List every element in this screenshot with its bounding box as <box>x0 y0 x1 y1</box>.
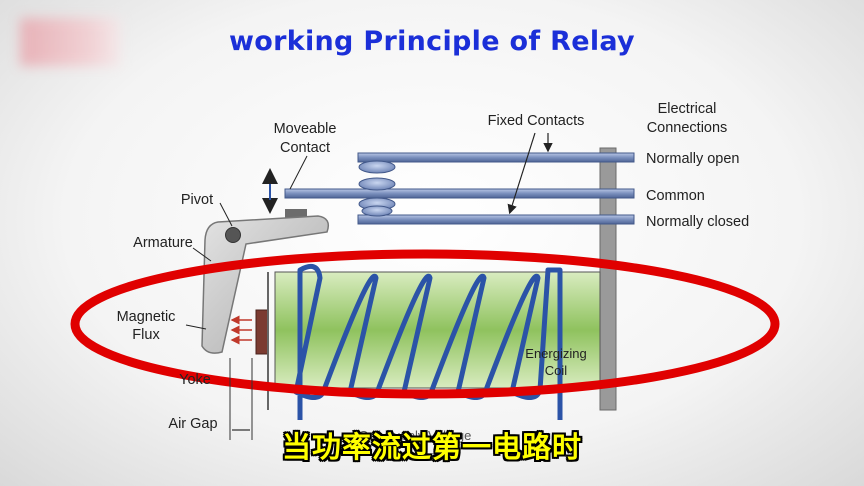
highlight-ring <box>70 249 780 399</box>
label-coil-supply-voltage: Coil Supply Voltage <box>359 428 472 443</box>
label-normally-closed: Normally closed <box>646 214 749 230</box>
label-normally-open: Normally open <box>646 151 740 167</box>
label-armature: Armature <box>133 235 193 251</box>
label-common: Common <box>646 188 705 204</box>
label-connections: Connections <box>647 120 728 136</box>
label-moveable: Moveable <box>274 121 337 137</box>
label-electrical: Electrical <box>658 101 717 117</box>
blurred-logo <box>20 18 120 66</box>
label-fixed-contacts: Fixed Contacts <box>488 113 585 129</box>
contact-bump-bottom <box>361 205 393 217</box>
contact-bump-top <box>358 160 396 174</box>
actuator-block <box>285 209 307 219</box>
terminal-post <box>599 147 617 411</box>
label-contact: Contact <box>280 140 330 156</box>
diagram-title: working Principle of Relay <box>229 26 635 57</box>
normally-closed-strip <box>357 214 635 225</box>
pivot-point <box>225 227 241 243</box>
label-pivot: Pivot <box>181 192 213 208</box>
label-yoke: Yoke <box>179 372 211 388</box>
label-energizing: Energizing <box>525 346 586 361</box>
armature <box>201 215 330 354</box>
fixed-contact-leader-lower <box>507 132 536 215</box>
label-magnetic: Magnetic <box>117 309 176 325</box>
yoke <box>255 309 269 355</box>
normally-open-strip <box>357 152 635 163</box>
label-flux: Flux <box>132 327 160 343</box>
label-air-gap: Air Gap <box>168 416 217 432</box>
common-strip <box>284 188 635 199</box>
video-subtitle: 当功率流过第一电路时 <box>281 430 582 464</box>
contact-bump-common-upper <box>358 177 396 191</box>
label-coil: Coil <box>545 363 568 378</box>
